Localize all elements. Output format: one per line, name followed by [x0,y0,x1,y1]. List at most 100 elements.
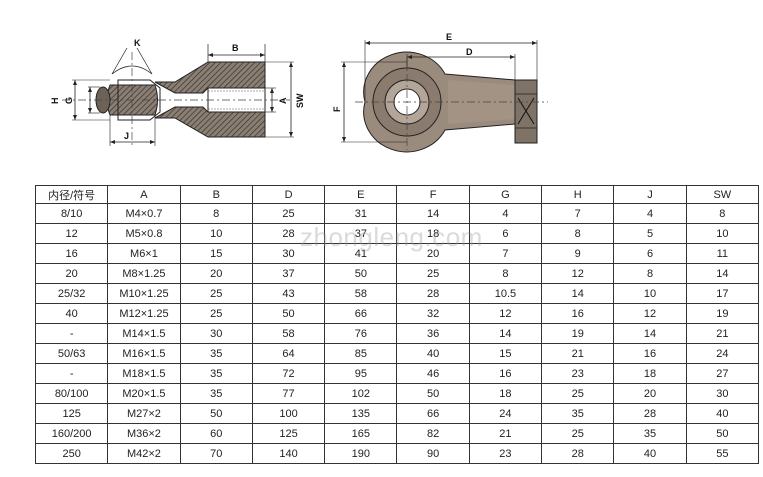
dim-label-d: D [466,47,473,57]
table-cell: 30 [251,243,326,264]
table-cell: M5×0.8 [107,223,181,244]
table-cell: 66 [324,303,398,324]
table-cell: 15 [468,343,543,364]
table-cell: 10.5 [468,283,543,304]
dim-label-k: K [134,38,141,48]
table-cell: 19 [541,323,615,344]
table-cell: 12 [613,303,687,324]
table-cell: 27 [685,363,760,384]
table-cell: 14 [541,283,615,304]
side-section-view: K B H G A SW J [50,38,305,146]
table-cell: 46 [396,363,470,384]
dim-label-j: J [124,131,129,141]
table-cell: 31 [324,203,398,224]
table-cell: 25/32 [34,283,109,304]
table-cell: 4 [468,203,543,224]
table-cell: 50 [396,383,470,404]
table-cell: 35 [179,363,253,384]
table-cell: 66 [396,403,470,424]
table-cell: 14 [613,323,687,344]
dim-label-sw: SW [295,93,305,108]
column-header: 内径/符号 [34,185,109,204]
column-header: B [179,185,253,204]
table-cell: 76 [324,323,398,344]
table-cell: 165 [324,423,398,444]
table-cell: 135 [324,403,398,424]
dim-label-f: F [332,106,342,112]
table-cell: 10 [613,283,687,304]
table-cell: 25 [251,203,326,224]
table-cell: 40 [685,403,760,424]
table-cell: M8×1.25 [107,263,181,284]
table-cell: 7 [468,243,543,264]
table-cell: 55 [685,443,760,464]
table-cell: 58 [324,283,398,304]
table-cell: 12 [541,263,615,284]
table-cell: 30 [685,383,760,404]
table-cell: 50 [179,403,253,424]
column-header: E [324,185,398,204]
table-cell: 14 [468,323,543,344]
table-cell: 20 [396,243,470,264]
table-cell: M27×2 [107,403,181,424]
table-cell: 50/63 [34,343,109,364]
dim-label-a: A [278,97,288,104]
table-cell: 10 [685,223,760,244]
table-cell: 82 [396,423,470,444]
table-cell: M12×1.25 [107,303,181,324]
table-cell: 8 [468,263,543,284]
table-cell: 95 [324,363,398,384]
table-cell: 20 [613,383,687,404]
table-cell: 85 [324,343,398,364]
table-cell: 12 [34,223,109,244]
table-cell: 60 [179,423,253,444]
table-cell: 25 [541,383,615,404]
table-cell: 11 [685,243,760,264]
table-cell: 43 [251,283,326,304]
table-cell: 80/100 [34,383,109,404]
table-cell: 16 [613,343,687,364]
table-cell: 6 [613,243,687,264]
column-header: H [541,185,615,204]
column-header: G [468,185,543,204]
table-cell: M6×1 [107,243,181,264]
table-cell: 12 [468,303,543,324]
column-header: SW [685,185,760,204]
table-cell: M4×0.7 [107,203,181,224]
table-cell: 32 [396,303,470,324]
table-cell: 20 [179,263,253,284]
table-cell: 72 [251,363,326,384]
table-cell: 40 [613,443,687,464]
table-cell: 58 [251,323,326,344]
table-cell: 16 [34,243,109,264]
table-cell: M20×1.5 [107,383,181,404]
table-cell: 41 [324,243,398,264]
table-cell: 23 [468,443,543,464]
table-cell: M14×1.5 [107,323,181,344]
table-cell: 25 [396,263,470,284]
table-cell: 140 [251,443,326,464]
table-cell: 8/10 [34,203,109,224]
table-cell: 50 [685,423,760,444]
table-cell: 18 [468,383,543,404]
table-cell: 35 [613,423,687,444]
table-cell: 6 [468,223,543,244]
column-header: J [613,185,687,204]
table-cell: 21 [468,423,543,444]
table-cell: 21 [685,323,760,344]
table-cell: 14 [396,203,470,224]
table-cell: 17 [685,283,760,304]
table-cell: 35 [179,383,253,404]
